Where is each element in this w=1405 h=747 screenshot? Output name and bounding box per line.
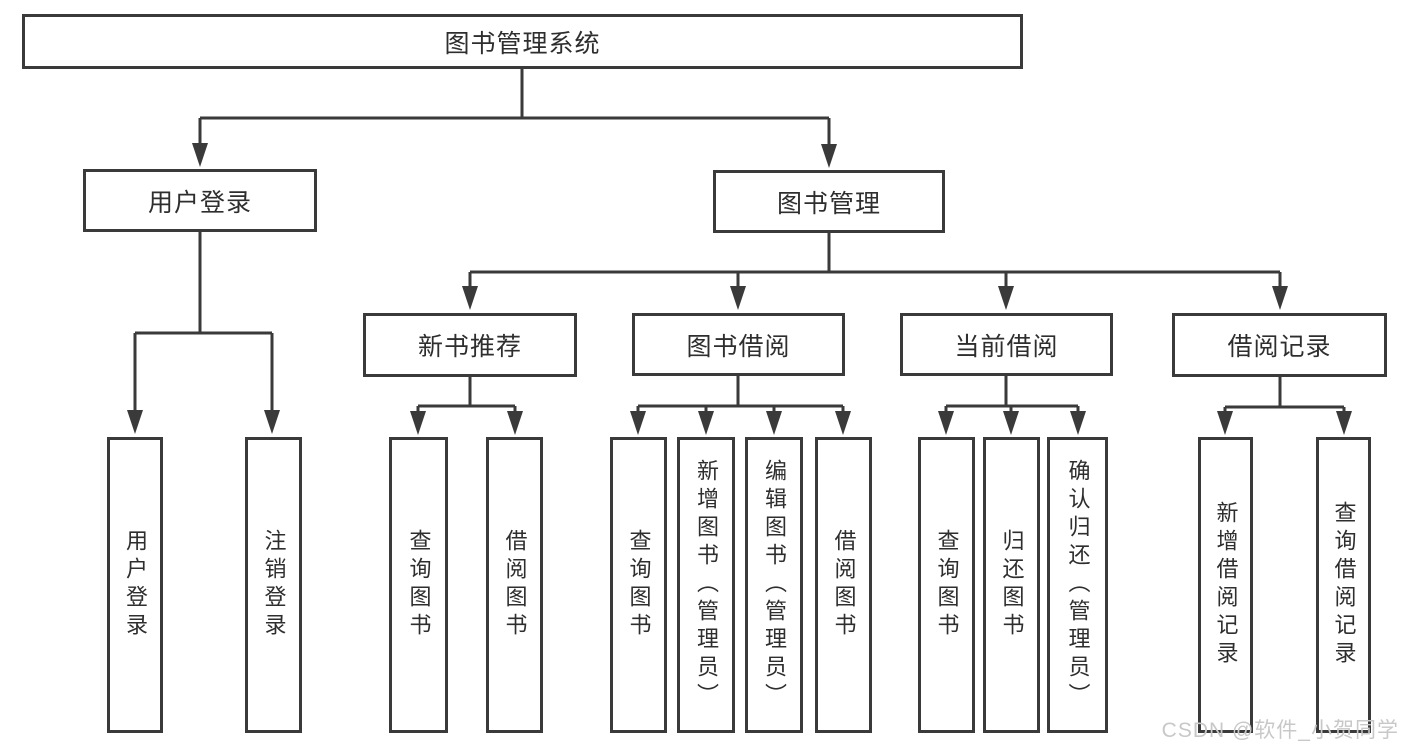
leaf-cur-query-books-label: 查询图书: [934, 529, 960, 641]
leaf-bb-query-books-label: 查询图书: [626, 529, 652, 641]
connector-book-management-branch: [468, 233, 1282, 289]
node-borrowing-records-label: 借阅记录: [1227, 333, 1332, 361]
connector-book-borrowing-branch: [636, 376, 845, 414]
connector-new-book-recommend-branch: [416, 377, 517, 414]
leaf-rec-query-record: 查询借阅记录: [1316, 437, 1371, 733]
leaf-rec-add-record-label: 新增借阅记录: [1213, 501, 1239, 669]
node-current-borrowing: 当前借阅: [900, 313, 1113, 376]
node-new-book-recommend: 新书推荐: [363, 313, 577, 377]
leaf-cur-confirm-return-admin-label: 确认归还（管理员）: [1065, 459, 1091, 711]
arrow-nr-query: [410, 411, 426, 435]
arrow-cur-return: [1003, 411, 1019, 435]
node-book-borrowing: 图书借阅: [632, 313, 845, 376]
leaf-bb-edit-books-admin: 编辑图书（管理员）: [745, 437, 803, 733]
leaf-nr-query-books: 查询图书: [389, 437, 448, 733]
leaf-logout: 注销登录: [245, 437, 302, 733]
leaf-nr-query-books-label: 查询图书: [406, 529, 432, 641]
leaf-rec-add-record: 新增借阅记录: [1198, 437, 1253, 733]
arrow-to-new-book-recommend: [462, 286, 478, 310]
leaf-bb-add-books-admin-label: 新增图书（管理员）: [694, 459, 719, 711]
arrow-to-leaf-logout: [264, 410, 280, 434]
connector-root-to-level2: [198, 69, 831, 147]
arrow-to-current-borrowing: [998, 286, 1014, 310]
arrow-cur-query: [938, 411, 954, 435]
arrow-rec-add: [1217, 411, 1233, 435]
arrow-bb-query: [630, 411, 646, 435]
node-book-management-label: 图书管理: [776, 189, 881, 218]
arrow-to-leaf-user-login: [127, 410, 143, 434]
csdn-watermark: CSDN @软件_小贺同学: [1161, 719, 1399, 742]
leaf-nr-borrow-books: 借阅图书: [486, 437, 543, 733]
arrow-nr-borrow: [507, 411, 523, 435]
leaf-bb-borrow-books: 借阅图书: [815, 437, 872, 733]
node-user-login-branch: 用户登录: [83, 169, 317, 232]
arrow-to-book-management: [821, 144, 837, 168]
arrow-bb-edit: [766, 411, 782, 435]
arrow-bb-add: [698, 411, 714, 435]
leaf-bb-query-books: 查询图书: [610, 437, 667, 733]
node-borrowing-records: 借阅记录: [1172, 313, 1387, 377]
connector-current-borrowing-branch: [944, 376, 1080, 414]
connector-borrowing-records-branch: [1223, 377, 1346, 414]
arrow-to-book-borrowing: [730, 286, 746, 310]
node-new-book-recommend-label: 新书推荐: [417, 333, 522, 361]
node-book-management: 图书管理: [713, 170, 945, 233]
leaf-logout-label: 注销登录: [261, 529, 287, 641]
node-root-system-label: 图书管理系统: [444, 29, 601, 58]
arrow-to-user-login: [192, 143, 208, 167]
leaf-cur-return-books-label: 归还图书: [999, 529, 1025, 641]
node-book-borrowing-label: 图书借阅: [686, 332, 791, 361]
leaf-bb-add-books-admin: 新增图书（管理员）: [677, 437, 735, 733]
leaf-cur-confirm-return-admin: 确认归还（管理员）: [1047, 437, 1108, 733]
connector-user-login-branch: [133, 232, 274, 413]
arrow-to-borrowing-records: [1272, 286, 1288, 310]
node-user-login-branch-label: 用户登录: [147, 188, 252, 217]
leaf-bb-borrow-books-label: 借阅图书: [831, 529, 857, 641]
leaf-nr-borrow-books-label: 借阅图书: [502, 529, 528, 641]
arrowheads: [127, 143, 1352, 435]
leaf-cur-return-books: 归还图书: [983, 437, 1040, 733]
arrow-bb-borrow: [835, 411, 851, 435]
leaf-cur-query-books: 查询图书: [918, 437, 975, 733]
arrow-cur-confirm: [1070, 411, 1086, 435]
arrow-rec-query: [1336, 411, 1352, 435]
leaf-user-login-label: 用户登录: [123, 529, 148, 641]
leaf-user-login: 用户登录: [107, 437, 163, 733]
leaf-rec-query-record-label: 查询借阅记录: [1331, 501, 1357, 669]
node-current-borrowing-label: 当前借阅: [954, 332, 1059, 361]
node-root-system: 图书管理系统: [22, 14, 1023, 69]
leaf-bb-edit-books-admin-label: 编辑图书（管理员）: [762, 459, 787, 711]
